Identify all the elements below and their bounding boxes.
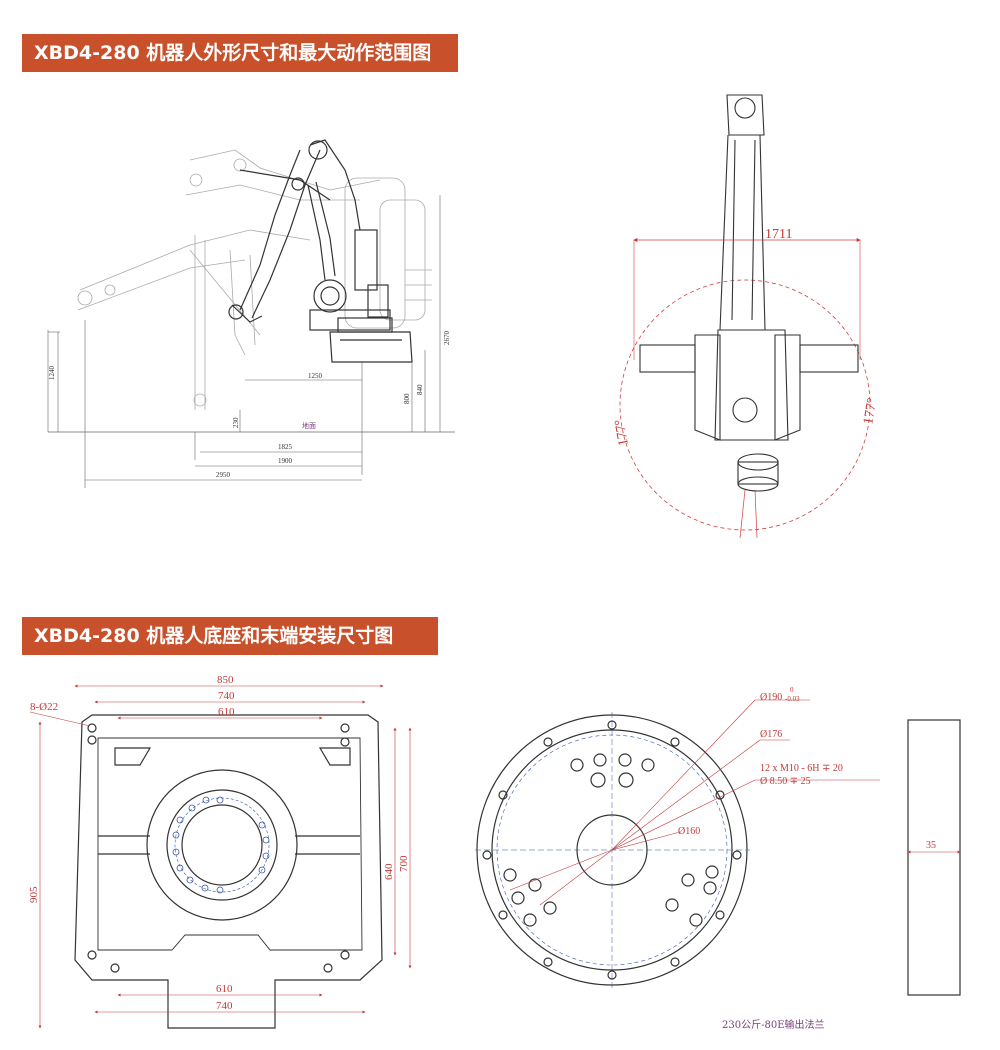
flange-side-profile: 35 [907, 719, 961, 996]
dim-230: 230 [232, 417, 240, 428]
tol-upper: 0 [790, 686, 794, 694]
dim-d190: Ø190 [760, 692, 782, 703]
dim-1240: 1240 [48, 366, 56, 381]
dim-35: 35 [926, 840, 936, 851]
dim-800: 800 [403, 393, 411, 404]
angle-left: 177° [613, 418, 632, 447]
dim-2670: 2670 [443, 331, 451, 346]
flange-dimensions: Ø190 0 -0.03 Ø176 12 x M10 - 6H ∓ 20 Ø 8… [678, 686, 843, 1031]
dim-1711: 1711 [765, 227, 792, 242]
section-title-base: XBD4-280 机器人底座和末端安装尺寸图 [22, 617, 438, 655]
base-plan-dimensions: 8-Ø22 850 740 610 905 640 700 610 740 [28, 674, 410, 1012]
dim-holes: 8-Ø22 [30, 701, 58, 713]
tol-lower: -0.03 [785, 695, 800, 703]
dim-d160: Ø160 [678, 826, 700, 837]
side-view-drawing [47, 139, 455, 488]
dim-840: 840 [416, 384, 424, 395]
base-plan-dimension-lines [29, 684, 412, 1029]
side-view-dimensions: 1240 1250 230 800 840 2670 地面 1825 1900 … [48, 331, 451, 480]
dim-2950: 2950 [216, 471, 231, 479]
top-view-dimensions: 1711 177° 177° [613, 227, 881, 447]
flange-caption: 230公斤-80E输出法兰 [722, 1018, 825, 1031]
dim-740-top: 740 [218, 690, 235, 702]
dim-1825: 1825 [278, 443, 293, 451]
angle-right: 177° [861, 397, 880, 426]
ghost-arm-positions [77, 149, 432, 410]
dim-905: 905 [28, 886, 40, 903]
section-title-range: XBD4-280 机器人外形尺寸和最大动作范围图 [22, 34, 458, 72]
dim-1250: 1250 [308, 372, 323, 380]
pin-spec: Ø 8.50 ∓ 25 [760, 776, 811, 787]
dim-d176: Ø176 [760, 729, 782, 740]
main-arm [228, 139, 413, 363]
dim-1900: 1900 [278, 457, 293, 465]
flange-drawing [475, 699, 880, 990]
dim-610-top: 610 [218, 706, 235, 718]
ground-label: 地面 [302, 421, 316, 430]
base-plan-drawing [74, 714, 383, 1029]
dim-700: 700 [398, 855, 410, 872]
dim-610-bottom: 610 [216, 983, 233, 995]
dim-740-bottom: 740 [216, 1000, 233, 1012]
top-view-drawing [619, 94, 871, 539]
dim-640: 640 [383, 863, 395, 880]
dim-850: 850 [217, 674, 234, 686]
thread-spec: 12 x M10 - 6H ∓ 20 [760, 763, 843, 774]
